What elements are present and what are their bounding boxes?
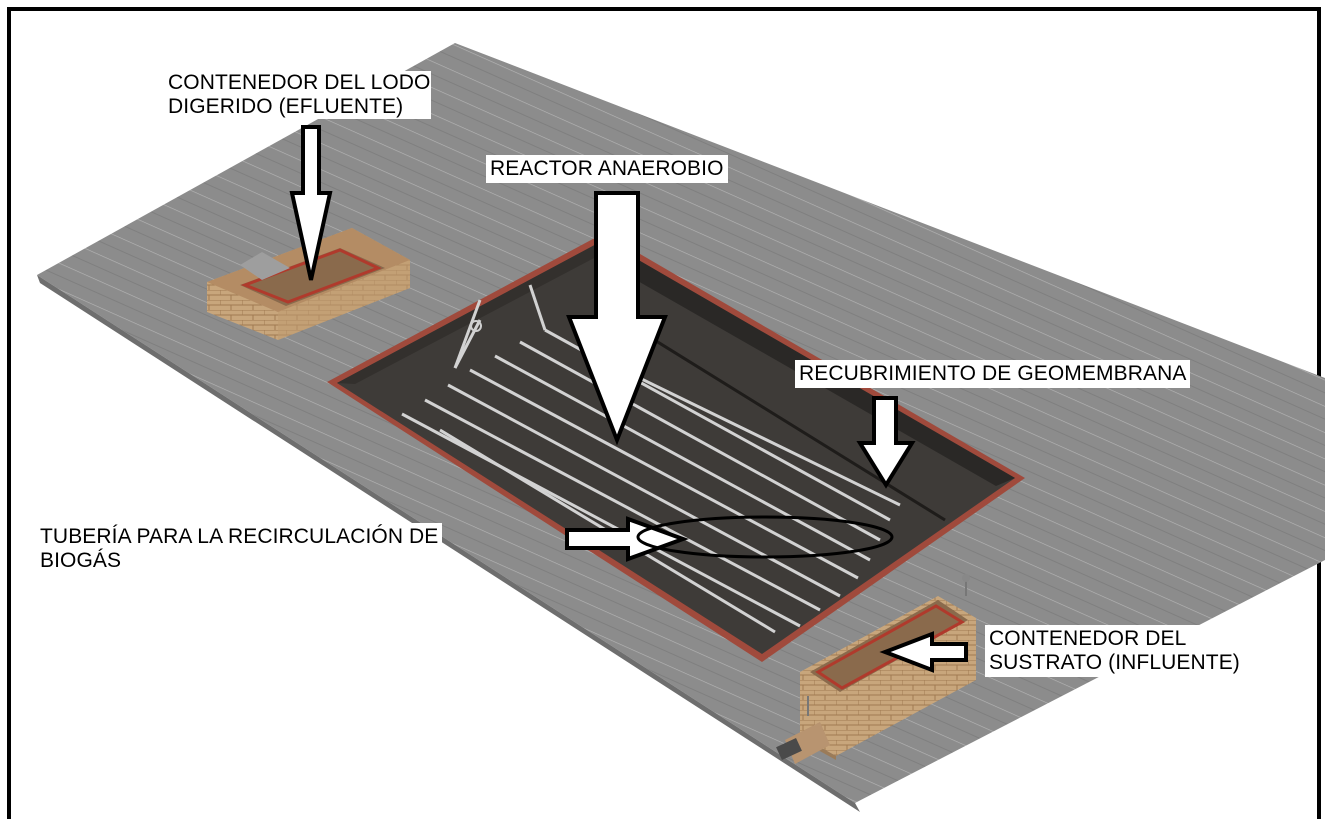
label-influent-line2: SUSTRATO (INFLUENTE) — [989, 651, 1240, 674]
arrow-down-geomembrane — [856, 396, 916, 489]
label-biogas-line2: BIOGÁS — [40, 549, 122, 572]
label-biogas-pipe: TUBERÍA PARA LA RECIRCULACIÓN DE BIOGÁS — [36, 523, 443, 575]
label-influent-line1: CONTENEDOR DEL — [989, 627, 1187, 650]
arrow-down-effluent — [289, 125, 333, 281]
arrow-left-influent — [879, 631, 968, 673]
label-effluent-container: CONTENEDOR DEL LODO DIGERIDO (EFLUENTE) — [168, 71, 431, 119]
pipe-highlight-ellipse — [636, 515, 894, 559]
arrow-down-reactor — [566, 191, 668, 446]
label-effluent-line2: DIGERIDO (EFLUENTE) — [168, 95, 404, 118]
arrow-right-biogas — [565, 515, 894, 562]
label-influent-container: CONTENEDOR DEL SUSTRATO (INFLUENTE) — [985, 625, 1244, 677]
label-effluent-line1: CONTENEDOR DEL LODO — [168, 71, 431, 94]
label-biogas-line1: TUBERÍA PARA LA RECIRCULACIÓN DE — [40, 525, 439, 548]
label-reactor: REACTOR ANAEROBIO — [486, 155, 728, 183]
pipe-valve-icon — [470, 320, 482, 332]
label-geomembrane: RECUBRIMIENTO DE GEOMEMBRANA — [795, 360, 1191, 388]
